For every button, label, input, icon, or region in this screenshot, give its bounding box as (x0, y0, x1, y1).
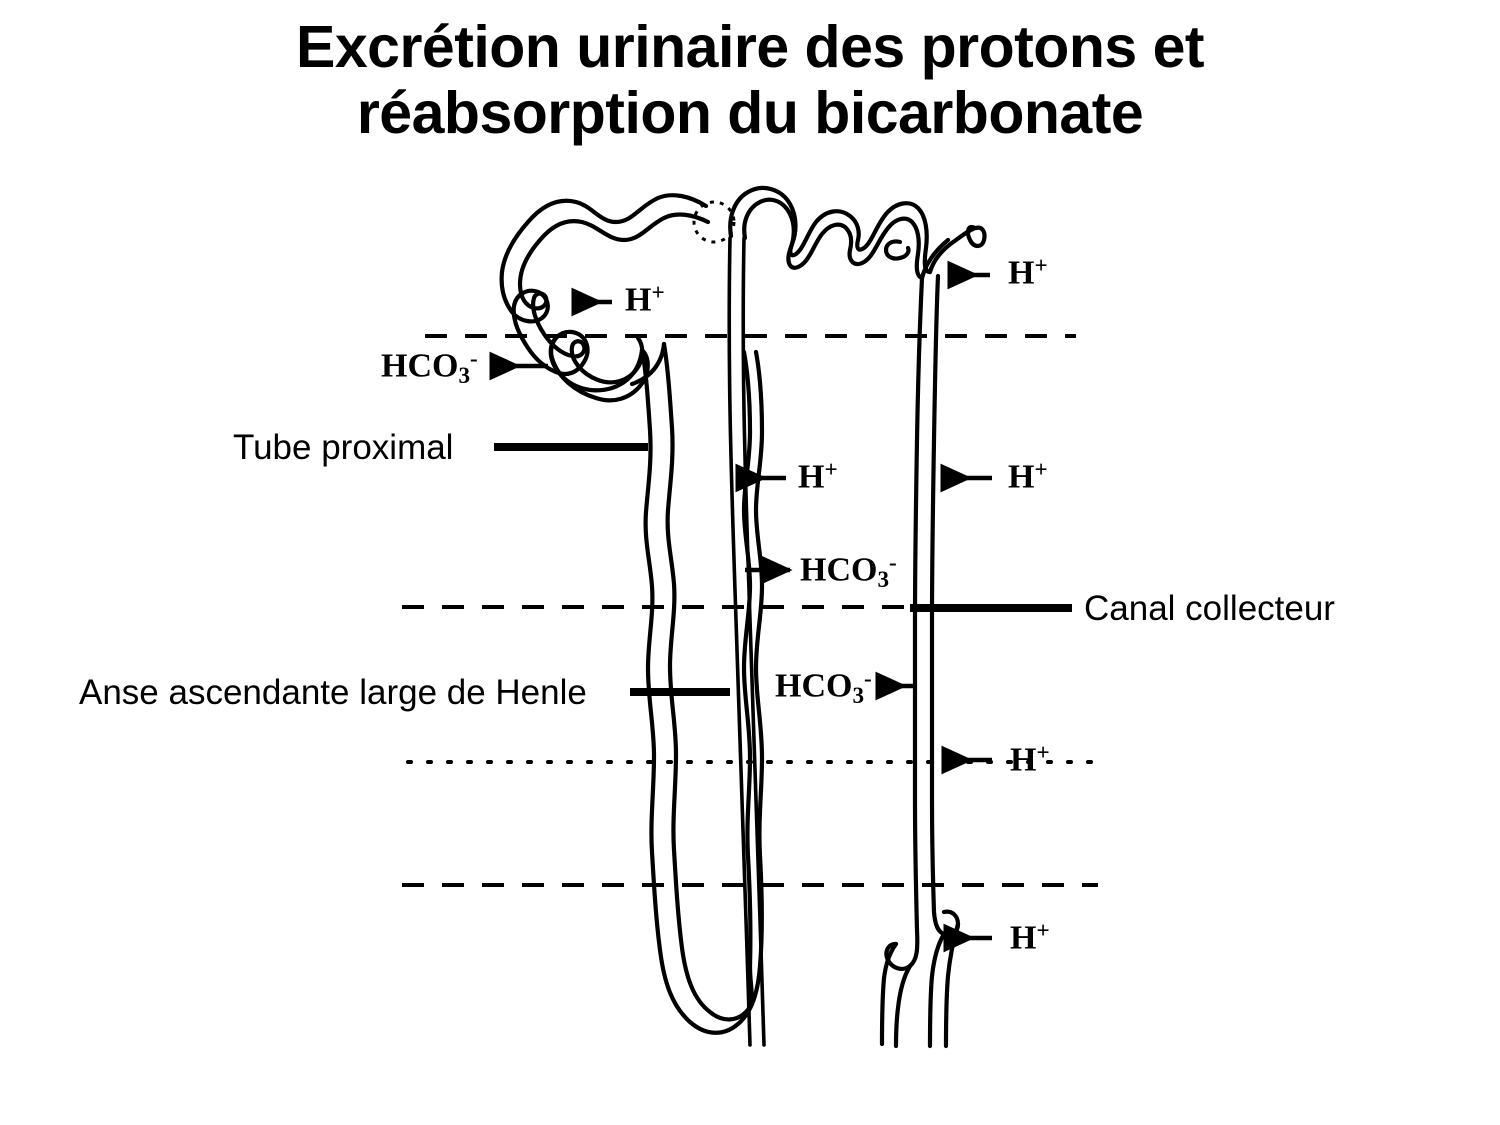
ion-species: HCO (775, 667, 853, 705)
page-title: Excrétion urinaire des protons et réabso… (0, 14, 1500, 146)
henle-ascending-limb-structure (727, 236, 766, 1047)
ion-label-h-collecting-inner: H+ (1010, 740, 1050, 779)
ion-charge: + (651, 280, 665, 306)
dotted-circle-icon (692, 200, 736, 244)
collecting-duct-branch-tip (965, 224, 987, 249)
collecting-duct-papilla-left-inner (893, 963, 913, 1049)
henle-limb-left-wall (727, 236, 752, 1047)
ion-charge: + (1036, 740, 1050, 766)
structure-label-anse-henle: Anse ascendante large de Henle (79, 673, 587, 712)
ion-label-h-proximal-convolute: H+ (625, 280, 665, 319)
ion-species: H (1010, 741, 1037, 779)
ion-charge: + (824, 457, 838, 483)
collecting-duct-structure (879, 224, 987, 1049)
collecting-duct-papilla-right (927, 931, 947, 1049)
distal-tubule-outer-wall (728, 186, 933, 275)
ion-label-hco3-collecting-out: HCO3- (775, 666, 872, 710)
collecting-duct-left-wall (884, 275, 925, 971)
ion-species: HCO (381, 347, 459, 385)
ion-charge: - (889, 550, 897, 576)
ion-species: HCO (800, 551, 878, 589)
ion-species: H (625, 281, 652, 319)
ion-charge: + (1034, 457, 1048, 483)
ion-charge: + (1034, 253, 1048, 279)
ion-species: H (1010, 919, 1037, 957)
ion-species: H (1008, 254, 1035, 292)
ion-species: H (1008, 458, 1035, 496)
descending-limb-left-wall (639, 347, 765, 1035)
ion-charge: - (470, 346, 478, 372)
leader-lines (494, 443, 1072, 696)
henle-limb-right-wall (741, 236, 766, 1047)
ion-label-hco3-henle-out: HCO3- (800, 550, 897, 594)
ion-charge: + (1036, 918, 1050, 944)
collecting-duct-branch-upper (927, 225, 978, 275)
proximal-tubule-structure (499, 193, 765, 1035)
page-title-line-2: réabsorption du bicarbonate (356, 80, 1144, 147)
ion-species: H (798, 458, 825, 496)
ion-subscript: 3 (458, 363, 471, 390)
structure-label-tube-proximal: Tube proximal (233, 428, 454, 467)
page-title-line-1: Excrétion urinaire des protons et (295, 14, 1205, 80)
proximal-tubule-hook-inner (629, 341, 667, 387)
ion-label-hco3-proximal: HCO3- (381, 346, 478, 390)
ion-label-h-henle-mid: H+ (798, 457, 838, 496)
distal-convoluted-tubule-structure (728, 186, 933, 281)
flow-arrows (489, 260, 992, 953)
ion-label-h-collecting-bottom: H+ (1010, 918, 1050, 957)
collecting-duct-papilla-left (879, 941, 899, 1047)
ion-label-h-collecting-mid: H+ (1008, 457, 1048, 496)
ion-subscript: 3 (877, 567, 890, 594)
structure-label-canal-collecteur: Canal collecteur (1084, 589, 1335, 628)
collecting-duct-branch-upper-inner (919, 237, 951, 281)
ion-label-h-collecting-top: H+ (1008, 253, 1048, 292)
distal-tubule-stub-branch (883, 239, 911, 261)
ion-subscript: 3 (852, 683, 865, 710)
proximal-tubule-hook-outer (548, 333, 645, 393)
ion-charge: - (864, 666, 872, 692)
distal-tubule-inner-wall (742, 197, 925, 281)
collecting-duct-papilla-right-inner (943, 921, 961, 1049)
proximal-tubule-inner-wall (517, 212, 711, 385)
